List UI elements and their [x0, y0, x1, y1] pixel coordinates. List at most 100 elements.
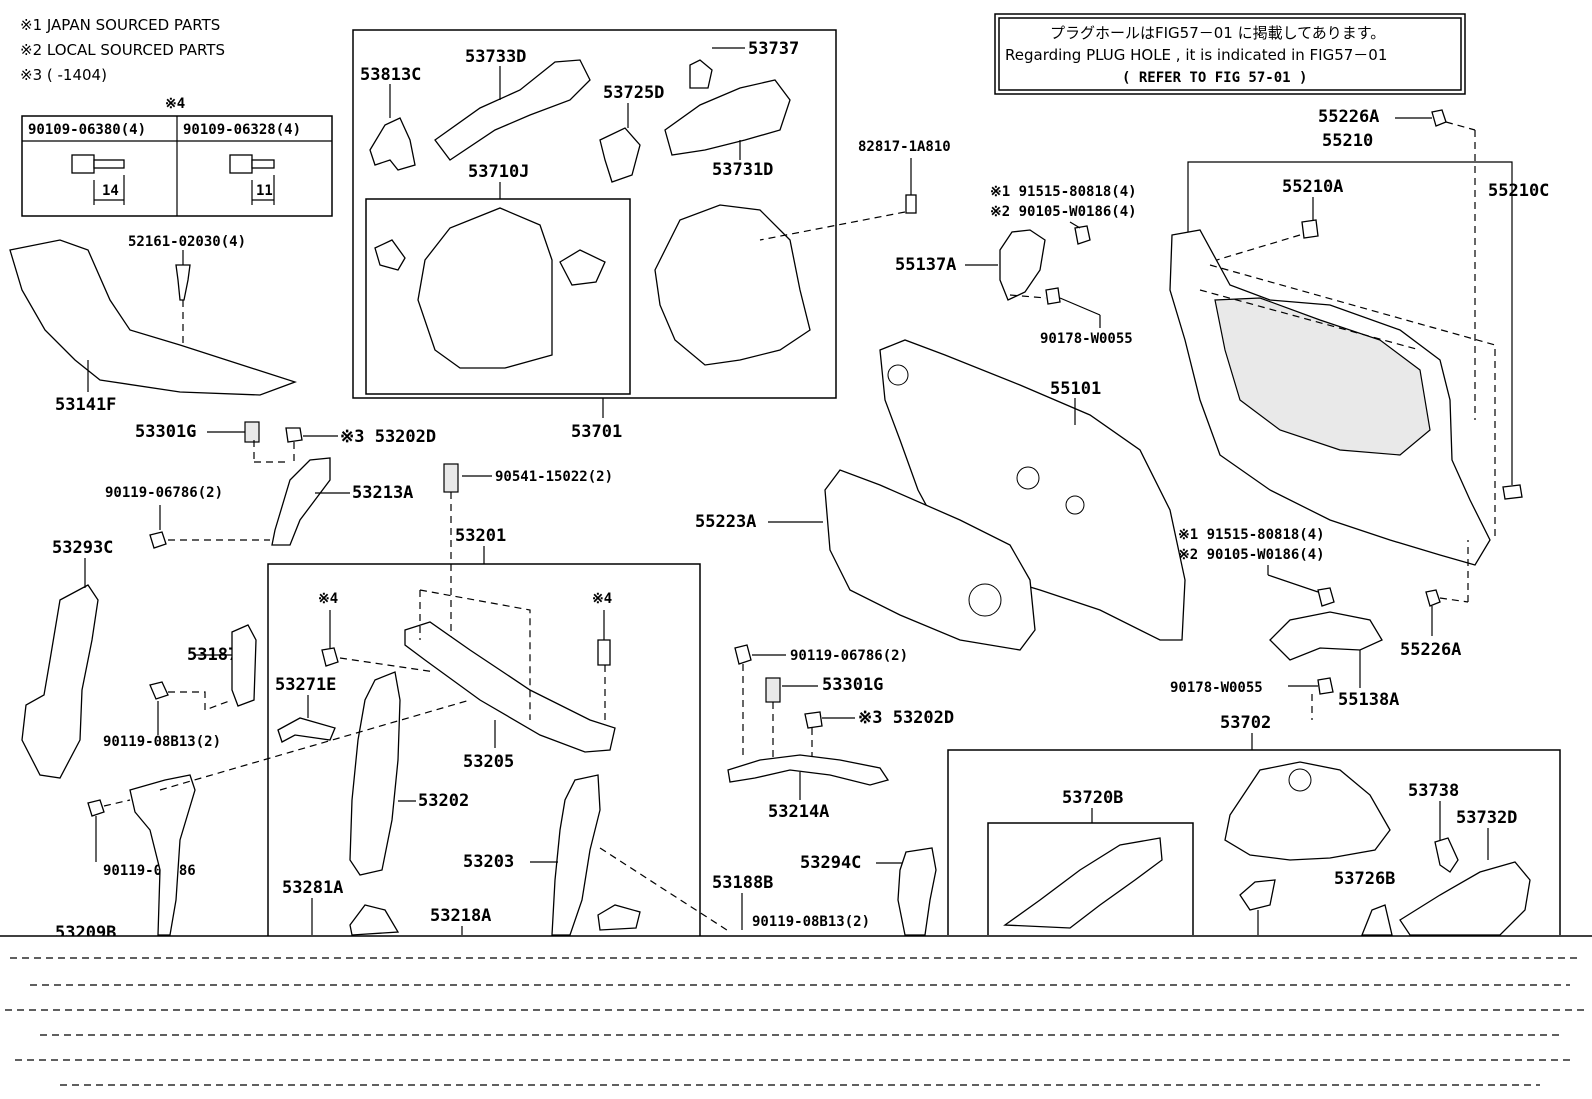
bolt-91515-top	[1074, 225, 1091, 245]
label-55101: 55101	[1050, 379, 1101, 399]
label-55223A: 55223A	[695, 512, 756, 532]
clip-55226A-bot	[1425, 589, 1441, 607]
bolt-90119-06786	[87, 799, 105, 817]
reference-box: プラグホールはFIG57－01 に掲載してあります。 Regarding PLU…	[994, 13, 1466, 95]
label-53202D-left: ※3 53202D	[340, 427, 436, 447]
label-53203: 53203	[463, 852, 514, 872]
nut-90178-top	[1045, 287, 1061, 305]
label-90119-06786-2-mid: 90119-06786(2)	[790, 648, 908, 664]
label-90105-W0186-top: ※2 90105-W0186(4)	[990, 204, 1137, 220]
part-55137A	[999, 229, 1046, 301]
label-90119-08B13-2-left: 90119-08B13(2)	[103, 734, 221, 750]
cushion-53202D-mid	[804, 711, 823, 729]
label-91515-80818-bot: ※1 91515-80818(4)	[1178, 527, 1325, 543]
label-53202: 53202	[418, 791, 469, 811]
bolt-53187A	[149, 681, 169, 700]
label-53205: 53205	[463, 752, 514, 772]
label-90119-08B13-2-mid: 90119-08B13(2)	[752, 914, 870, 930]
label-53720B: 53720B	[1062, 788, 1123, 808]
bolt-90119-06786-mid	[734, 644, 752, 665]
label-53141F: 53141F	[55, 395, 116, 415]
bolt-table-col2-part: 90109-06328(4)	[183, 122, 301, 138]
label-53294C: 53294C	[800, 853, 861, 873]
label-53732D: 53732D	[1456, 808, 1517, 828]
label-82817-1A810: 82817-1A810	[858, 139, 951, 155]
hole-55223A	[968, 583, 1002, 617]
note-japan-sourced: ※1 JAPAN SOURCED PARTS	[20, 16, 220, 34]
clip-52161	[175, 264, 191, 301]
hole-55101-c	[1065, 495, 1085, 515]
label-53813C: 53813C	[360, 65, 421, 85]
stopper-53301G-left	[244, 421, 260, 443]
part-53203	[551, 774, 601, 936]
label-90178-W0055-top: 90178-W0055	[1040, 331, 1133, 347]
label-55210A: 55210A	[1282, 177, 1343, 197]
label-53731D: 53731D	[712, 160, 773, 180]
part-53710J-main	[417, 207, 553, 369]
label-53710J: 53710J	[468, 162, 529, 182]
hole-wheelhouse-rh	[1288, 768, 1312, 792]
part-55138A	[1269, 611, 1383, 661]
part-53213A	[271, 457, 331, 546]
label-91515-80818-top: ※1 91515-80818(4)	[990, 184, 1137, 200]
bolt-90119-06786-left	[149, 531, 167, 549]
part-wheelhouse-rh	[1224, 761, 1391, 861]
bolt-91515-bot	[1317, 587, 1335, 607]
label-53271E: 53271E	[275, 675, 336, 695]
group-frame-53701	[352, 29, 837, 399]
label-55210: 55210	[1322, 131, 1373, 151]
part-53732D	[1399, 861, 1531, 936]
part-53813C	[369, 117, 416, 171]
cushion-53202D-left	[285, 427, 303, 443]
hole-55101-b	[1016, 466, 1040, 490]
bolt-table-col1-part: 90109-06380(4)	[28, 122, 146, 138]
label-55138A: 55138A	[1338, 690, 1399, 710]
part-53726B	[1361, 904, 1393, 936]
label-53188B: 53188B	[712, 873, 773, 893]
part-53737	[689, 59, 713, 89]
part-53725D	[599, 127, 641, 183]
label-55226A-bot: 55226A	[1400, 640, 1461, 660]
label-53725D: 53725D	[603, 83, 664, 103]
part-53731D	[664, 79, 791, 156]
part-53733D	[434, 59, 591, 161]
stopper-53301G-mid	[765, 677, 781, 703]
clip-55226A-top	[1431, 109, 1447, 127]
label-53293C: 53293C	[52, 538, 113, 558]
reference-line-fig: ( REFER TO FIG 57-01 )	[1122, 70, 1307, 86]
label-55137A: 55137A	[895, 255, 956, 275]
bolt-mark4-left	[321, 647, 339, 667]
label-55210C: 55210C	[1488, 181, 1549, 201]
label-90119-06786: 90119-06786	[103, 863, 196, 879]
group-frame-53710J	[365, 198, 631, 395]
label-53218A: 53218A	[430, 906, 491, 926]
bolt-dim-short: 11	[256, 183, 273, 199]
part-53738	[1434, 837, 1459, 873]
label-90178-W0055-bot: 90178-W0055	[1170, 680, 1263, 696]
bolt-mark4-right	[597, 639, 611, 666]
label-53301G-mid: 53301G	[822, 675, 883, 695]
group-frame-53720B	[987, 822, 1194, 935]
part-53710J-bracket	[374, 239, 406, 271]
part-53281A	[349, 904, 400, 936]
part-53214A	[727, 754, 890, 786]
part-53141F	[9, 239, 297, 396]
label-90541-15022: 90541-15022(2)	[495, 469, 613, 485]
label-53301G-left: 53301G	[135, 422, 196, 442]
stopper-90541	[443, 463, 459, 493]
note-local-sourced: ※2 LOCAL SOURCED PARTS	[20, 41, 225, 59]
part-53202	[349, 671, 401, 876]
label-53281A: 53281A	[282, 878, 343, 898]
part-53187A	[231, 624, 257, 707]
label-53213A: 53213A	[352, 483, 413, 503]
bolt-dim-long: 14	[102, 183, 119, 199]
part-wheelhouse	[654, 204, 811, 366]
reference-line-en: Regarding PLUG HOLE , it is indicated in…	[1005, 46, 1387, 64]
part-53294C	[897, 847, 937, 936]
part-53209B	[129, 774, 196, 936]
label-90105-W0186-bot: ※2 90105-W0186(4)	[1178, 547, 1325, 563]
part-53271E	[277, 717, 336, 743]
part-55101	[879, 339, 1186, 641]
label-53701: 53701	[571, 422, 622, 442]
